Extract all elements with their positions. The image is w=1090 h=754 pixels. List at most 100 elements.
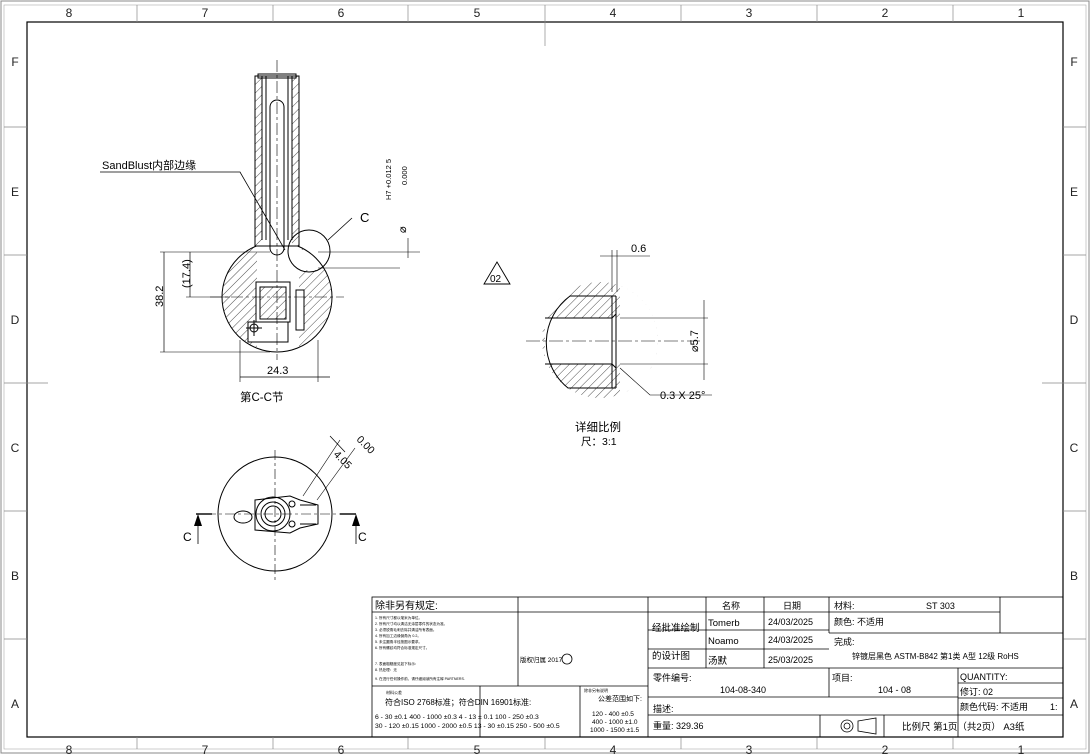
detail-circle-label: C — [360, 210, 369, 225]
cut-label-right: C — [358, 530, 367, 544]
zone-col-label: 4 — [610, 743, 617, 754]
finish-label: 完成: — [834, 636, 855, 647]
zone-row-label: F — [11, 55, 18, 69]
zone-col-label: 7 — [202, 743, 209, 754]
section-title: 第C-C节 — [240, 390, 283, 404]
tolerance-row: 30 - 120 ±0.15 1000 - 2000 ±0.5 13 - 30 … — [375, 723, 560, 730]
finish-value: 锌镀层黑色 ASTM-B842 第1类 A型 12级 RoHS — [852, 651, 1019, 661]
general-note: 1. 所有尺寸都以毫米为单位。 — [375, 615, 422, 620]
color-code-label: 颜色代码: 不适用 — [960, 701, 1028, 712]
zone-row-label: C — [11, 441, 20, 455]
col-date-header: 日期 — [783, 601, 801, 611]
zone-row-label: B — [11, 569, 19, 583]
zone-col-label: 4 — [610, 6, 617, 20]
deviation-header: 公差范围如下: — [598, 694, 642, 703]
part-number-label: 零件编号: — [653, 672, 692, 683]
zone-col-label: 1 — [1018, 6, 1025, 20]
zone-row-label: C — [1070, 441, 1079, 455]
zone-row-label: F — [1070, 55, 1077, 69]
bore-diameter-symbol: ⌀ — [397, 226, 409, 233]
zone-col-label: 6 — [338, 743, 345, 754]
person-date: 24/03/2025 — [768, 617, 813, 627]
project-label: 项目: — [832, 673, 853, 683]
general-note: 9. 在进行任何操作前，请仔细阅读所有注释 PARTNERS. — [375, 676, 465, 681]
zone-col-label: 2 — [882, 743, 889, 754]
scale-sheet-text: 比例尺 第1页（共2页） A3纸 — [902, 721, 1025, 733]
cut-label-left: C — [183, 530, 192, 544]
zone-row-label: D — [1070, 313, 1079, 327]
quantity-label: QUANTITY: — [960, 672, 1008, 682]
zone-col-label: 3 — [746, 6, 753, 20]
part-number-value: 104-08-340 — [720, 685, 766, 695]
general-notes-title: 除非另有规定: — [375, 599, 438, 612]
general-note: 5. 未注圆角半径按图示要求。 — [375, 639, 422, 644]
general-note: 6. 所有螺纹均符合标准规定尺寸。 — [375, 645, 429, 650]
general-note: 3. 必须锐角毛刺去除并清洁所有表面。 — [375, 627, 437, 632]
deviation-row: 1000 - 1500 ±1.5 — [590, 727, 639, 734]
zone-col-label: 1 — [1018, 743, 1025, 754]
material-label: 材料: — [834, 600, 855, 611]
deviation-row: 400 - 1000 ±1.0 — [592, 719, 638, 726]
project-value: 104 - 08 — [878, 685, 911, 695]
zone-col-label: 8 — [66, 743, 73, 754]
sandblast-note: SandBlust内部边缘 — [102, 158, 196, 172]
person-name: Noamo — [708, 636, 739, 647]
zone-row-label: E — [11, 185, 19, 199]
zone-col-label: 6 — [338, 6, 345, 20]
general-note: 2. 所有尺寸均以清洁无涂层零件的状态为准。 — [375, 621, 447, 626]
zone-row-label: E — [1070, 185, 1078, 199]
section-cc-view — [100, 60, 420, 382]
zone-col-label: 8 — [66, 6, 73, 20]
zone-row-label: A — [11, 697, 19, 711]
tolerance-row: 6 - 30 ±0.1 400 - 1000 ±0.3 4 - 13 ± 0.1… — [375, 714, 539, 721]
detail-view-c — [483, 250, 712, 398]
general-note: 8. 热处理：无 — [375, 667, 397, 672]
zone-col-label: 5 — [474, 743, 481, 754]
col-name-header: 名称 — [722, 600, 740, 611]
person-date: 24/03/2025 — [768, 635, 813, 645]
title-block — [371, 596, 1064, 738]
role-drawn: 经批准绘制 — [652, 622, 700, 634]
dim-17-4: (17.4) — [181, 259, 193, 288]
tolerance-standard: 符合ISO 2768标准；符合DIN 16901标准: — [385, 697, 531, 707]
zone-row-label: B — [1070, 569, 1078, 583]
ratio-tail: 1: — [1050, 702, 1058, 712]
zone-row-label: D — [11, 313, 20, 327]
general-note: 4. 所有加工边缘倒角为 0.2。 — [375, 633, 421, 638]
dim-0-6: 0.6 — [631, 243, 646, 255]
dim-4-05: 4.05 — [331, 449, 354, 472]
detail-scale: 尺：3:1 — [581, 436, 617, 448]
description-label: 描述: — [653, 703, 674, 714]
zone-col-label: 3 — [746, 743, 753, 754]
dim-dia-5-7: ⌀5.7 — [689, 330, 701, 352]
bore-tol-upper: H7 +0.012 5 — [384, 159, 393, 200]
copyright-text: 版权归属 2017 — [520, 655, 563, 664]
deviation-row: 120 - 400 ±0.5 — [592, 711, 634, 718]
detail-title: 详细比例 — [575, 420, 621, 434]
tolerance-header: 材料公差 — [386, 689, 402, 695]
material-value: ST 303 — [926, 601, 955, 611]
revision-balloon: 02 — [490, 274, 502, 285]
chamfer-dim: 0.3 X 25° — [660, 390, 705, 402]
weight-label: 重量: 329.36 — [653, 720, 704, 731]
person-name: 汤默 — [708, 656, 728, 667]
general-note: 7. 表面粗糙度见如下标示： — [375, 661, 419, 666]
person-name: Tomerb — [708, 618, 740, 629]
surface-note: 除非另有说明 — [584, 687, 608, 693]
person-date: 25/03/2025 — [768, 655, 813, 665]
zone-col-label: 5 — [474, 6, 481, 20]
dim-38-2: 38.2 — [154, 286, 166, 307]
top-view — [196, 435, 357, 580]
role-design: 的设计图 — [652, 650, 690, 662]
bore-tol-lower: 0.000 — [400, 166, 409, 185]
zone-col-label: 2 — [882, 6, 889, 20]
dim-24-3: 24.3 — [267, 365, 288, 377]
color-label: 颜色: 不适用 — [834, 616, 884, 627]
revision-label: 修订: 02 — [960, 686, 993, 697]
zone-row-label: A — [1070, 697, 1078, 711]
dim-0-00: 0.00 — [354, 434, 377, 457]
zone-col-label: 7 — [202, 6, 209, 20]
zone-ticks — [4, 5, 1086, 749]
